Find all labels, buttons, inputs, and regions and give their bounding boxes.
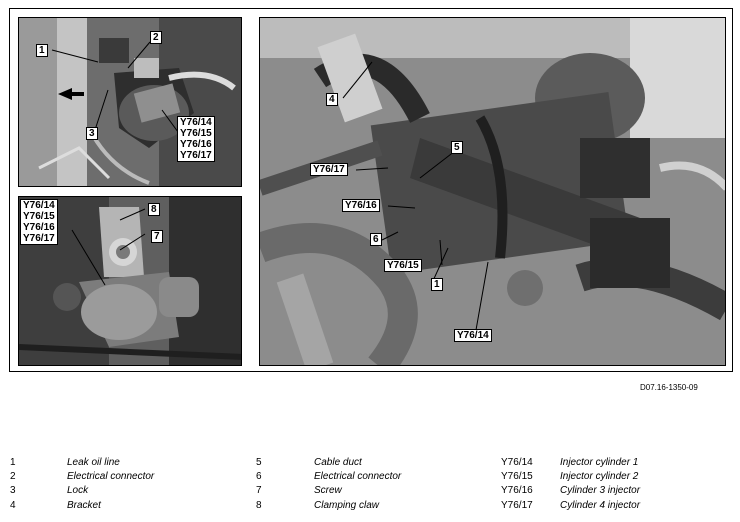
legend-text: Cylinder 4 injector <box>560 500 641 511</box>
legend-num: Y76/17 <box>501 500 533 511</box>
legend-num: Y76/16 <box>501 485 533 496</box>
legend-text: Leak oil line <box>67 457 120 468</box>
callout-y76-14: Y76/14 <box>454 329 492 342</box>
callout-2: 2 <box>150 31 162 44</box>
legend-num: 1 <box>10 457 16 468</box>
legend-num: 4 <box>10 500 16 511</box>
callout-3: 3 <box>86 127 98 140</box>
legend-num: 7 <box>256 485 262 496</box>
legend-text: Screw <box>314 485 342 496</box>
legend-num: 6 <box>256 471 262 482</box>
legend-text: Clamping claw <box>314 500 380 511</box>
callout-injectors-photo1: Y76/14 Y76/15 Y76/16 Y76/17 <box>177 116 215 162</box>
callout-injectors-photo2: Y76/14 Y76/15 Y76/16 Y76/17 <box>20 199 58 245</box>
callout-1: 1 <box>36 44 48 57</box>
callout-1-right: 1 <box>431 278 443 291</box>
callout-4: 4 <box>326 93 338 106</box>
legend-num: Y76/14 <box>501 457 533 468</box>
legend-text: Cable duct <box>314 457 362 468</box>
callout-7: 7 <box>151 230 163 243</box>
legend-text: Cylinder 3 injector <box>560 485 641 496</box>
legend-text: Electrical connector <box>314 471 402 482</box>
callout-y76-15: Y76/15 <box>384 259 422 272</box>
callout-5: 5 <box>451 141 463 154</box>
legend-text: Lock <box>67 485 89 496</box>
callout-y76-17: Y76/17 <box>310 163 348 176</box>
legend-num: Y76/15 <box>501 471 533 482</box>
legend-text: Electrical connector <box>67 471 155 482</box>
legend-text: Bracket <box>67 500 101 511</box>
legend-num: 8 <box>256 500 262 511</box>
callout-8: 8 <box>148 203 160 216</box>
legend-text: Injector cylinder 1 <box>560 457 639 468</box>
legend-num: 3 <box>10 485 16 496</box>
legend-text: Injector cylinder 2 <box>560 471 639 482</box>
document-reference: D07.16-1350-09 <box>640 383 698 392</box>
legend-num: 2 <box>10 471 16 482</box>
legend-num: 5 <box>256 457 262 468</box>
photo-engine-overview <box>259 17 726 366</box>
callout-y76-16: Y76/16 <box>342 199 380 212</box>
callout-6: 6 <box>370 233 382 246</box>
